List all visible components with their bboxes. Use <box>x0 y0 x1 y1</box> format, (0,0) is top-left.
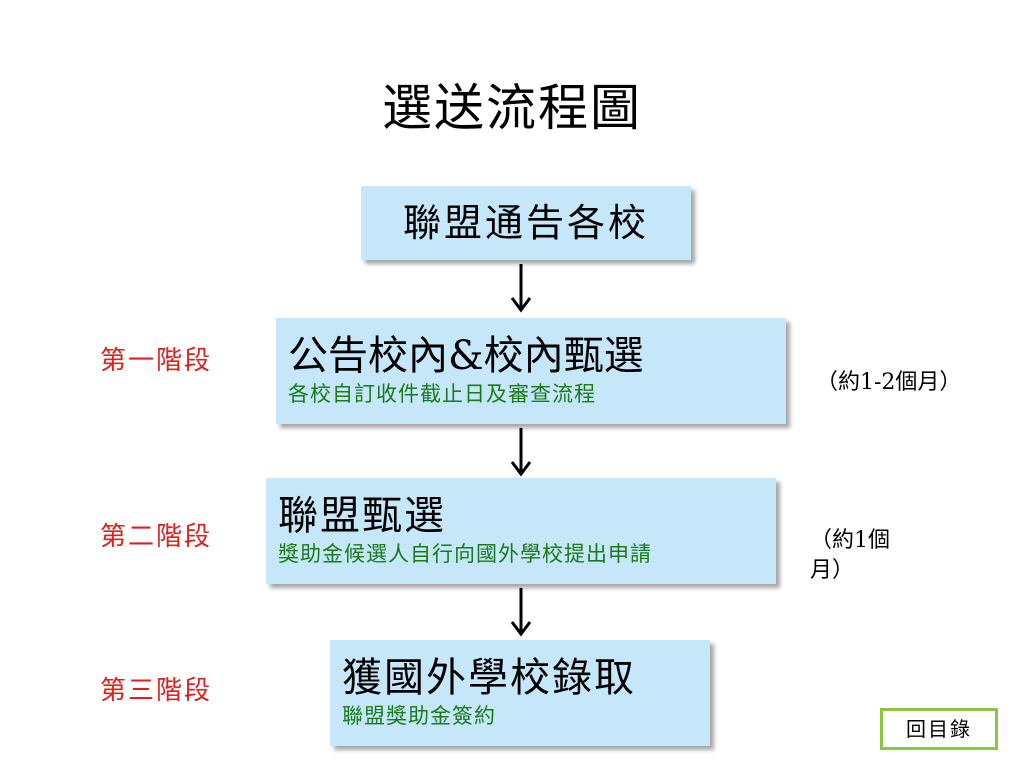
down-arrow-icon <box>510 264 532 313</box>
down-arrow-icon <box>510 428 532 477</box>
duration-note-2: （約1個月） <box>810 528 890 583</box>
step-sub-text: 各校自訂收件截止日及審查流程 <box>288 382 596 406</box>
stage-label-2: 第二階段 <box>100 522 213 552</box>
step-sub-text: 聯盟獎助金簽約 <box>342 704 496 728</box>
step-main-text: 聯盟甄選 <box>278 493 446 539</box>
duration-note-1: （約1-2個月） <box>816 370 962 395</box>
stage-label-1: 第一階段 <box>100 346 213 376</box>
down-arrow-icon <box>510 588 532 637</box>
step-sub-text: 獎助金候選人自行向國外學校提出申請 <box>278 542 652 566</box>
stage-label-3: 第三階段 <box>100 676 213 706</box>
back-to-contents-button[interactable]: 回目錄 <box>880 708 998 750</box>
step-box-admission: 獲國外學校錄取 聯盟獎助金簽約 <box>330 640 710 746</box>
step-main-text: 獲國外學校錄取 <box>342 655 636 701</box>
page-title: 選送流程圖 <box>382 79 642 137</box>
step-box-alliance-selection: 聯盟甄選 獎助金候選人自行向國外學校提出申請 <box>266 478 776 584</box>
step-box-school-selection: 公告校內&校內甄選 各校自訂收件截止日及審查流程 <box>276 318 786 424</box>
step-box-notify: 聯盟通告各校 <box>361 186 691 260</box>
step-main-text: 聯盟通告各校 <box>402 201 649 245</box>
step-main-text: 公告校內&校內甄選 <box>288 333 644 379</box>
